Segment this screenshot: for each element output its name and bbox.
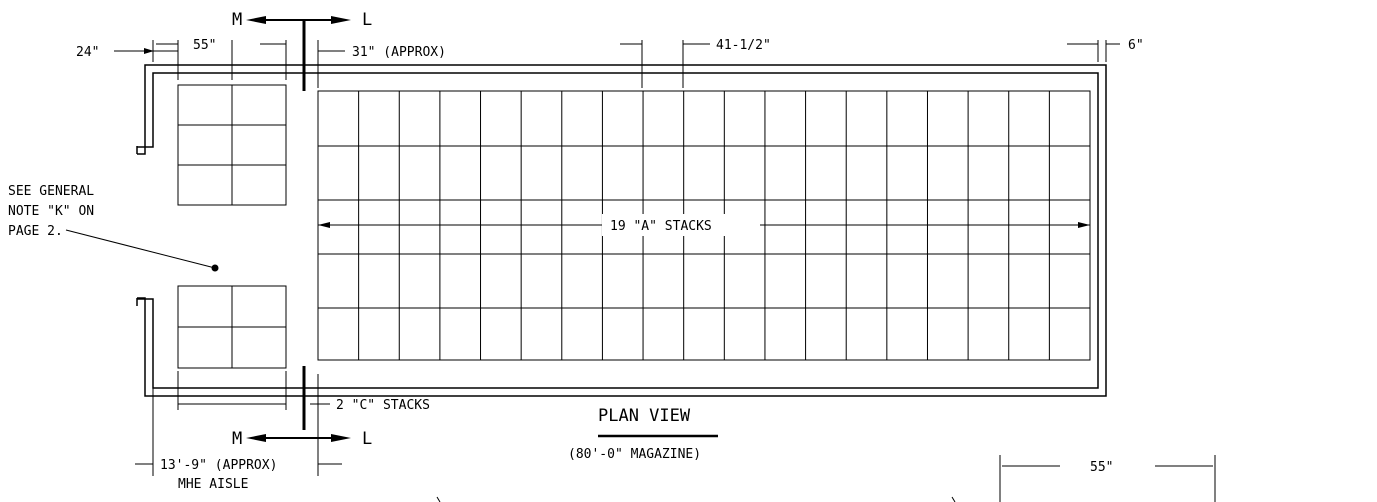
- top-dimension-lines: [114, 40, 1120, 88]
- magazine-subtitle: (80'-0" MAGAZINE): [568, 447, 701, 462]
- note-leader-dot: [211, 264, 219, 272]
- note-line-3: PAGE 2.: [8, 224, 63, 239]
- a-stacks-label: 19 "A" STACKS: [610, 219, 712, 234]
- dim-41-label: 41-1/2": [716, 38, 771, 53]
- section-cut-marks: [252, 19, 345, 439]
- bottom-tick-marks: [436, 496, 956, 502]
- note-line-2: NOTE "K" ON: [8, 204, 94, 219]
- note-line-1: SEE GENERAL: [8, 184, 94, 199]
- section-label-top-right: L: [362, 10, 372, 30]
- magazine-outline: [136, 64, 1107, 397]
- dim-24-label: 24": [76, 45, 99, 60]
- aisle-dimension-label: 13'-9" (APPROX): [160, 458, 277, 473]
- section-label-bottom-right: L: [362, 429, 372, 449]
- a-stacks-arrow-left: [318, 222, 330, 228]
- detail-dimension: [999, 455, 1216, 502]
- section-arrows: [246, 16, 351, 442]
- c-stacks-dimension: [177, 371, 330, 410]
- note-leader: [65, 229, 216, 269]
- dim-6-label: 6": [1128, 38, 1144, 53]
- aisle-dimension: [135, 374, 342, 476]
- section-label-top-left: M: [232, 10, 242, 30]
- aisle-label: MHE AISLE: [178, 477, 248, 492]
- dim-55-top-label: 55": [193, 38, 216, 53]
- section-label-bottom-left: M: [232, 429, 242, 449]
- a-stacks-arrow-right: [1078, 222, 1090, 228]
- detail-dim-55-label: 55": [1090, 460, 1113, 475]
- plan-view-title: PLAN VIEW: [598, 406, 691, 426]
- c-stacks-label: 2 "C" STACKS: [336, 398, 430, 413]
- c-stacks-blocks: [177, 84, 287, 369]
- dim-31-label: 31" (APPROX): [352, 45, 446, 60]
